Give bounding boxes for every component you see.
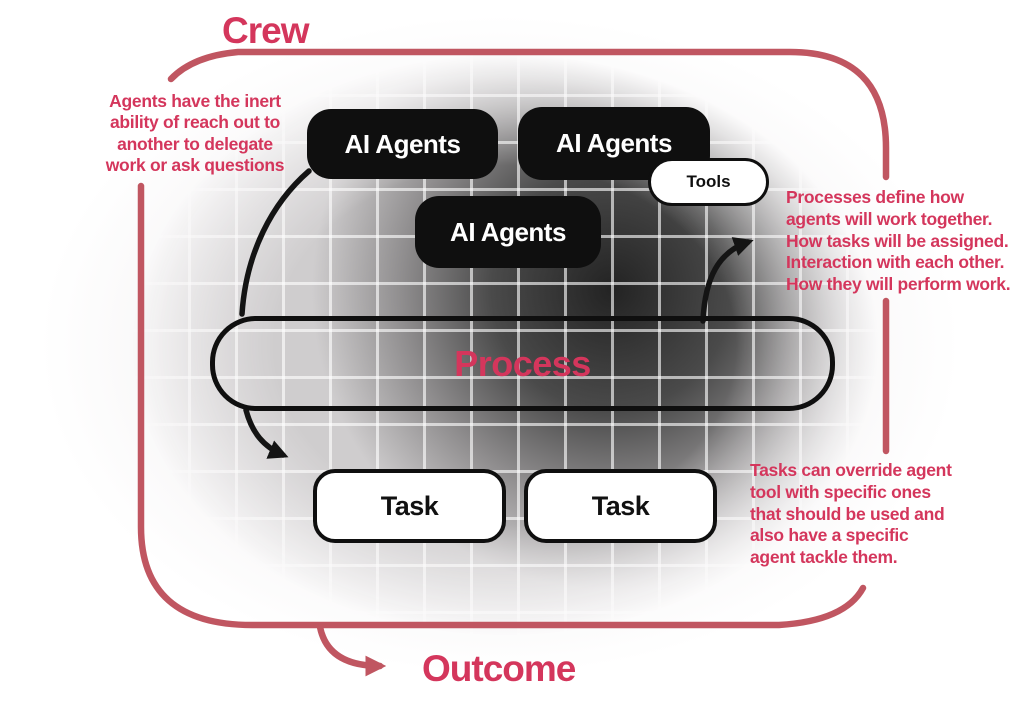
task-box-2: Task xyxy=(524,469,717,543)
note-line: also have a specific xyxy=(750,525,909,546)
note-line: Processes define how xyxy=(786,187,964,207)
task-label-2: Task xyxy=(591,490,650,521)
ai-agents-box-3: AI Agents xyxy=(415,196,601,268)
task-box-1: Task xyxy=(313,469,506,543)
note-line: Agents have the inert xyxy=(109,91,281,111)
note-line: ability of reach out to xyxy=(109,112,281,133)
note-agents-delegation: Agents have the inert ability of reach o… xyxy=(70,91,320,176)
ai-agents-label-3: AI Agents xyxy=(450,216,566,247)
note-line: another to delegate xyxy=(117,133,273,154)
ai-agents-label-1: AI Agents xyxy=(344,128,461,159)
note-line: agent tackle them. xyxy=(750,547,898,568)
outcome-title: Outcome xyxy=(422,648,576,689)
process-bar: Process xyxy=(210,316,835,411)
task-label-1: Task xyxy=(380,490,439,521)
crew-title: Crew xyxy=(222,10,309,51)
note-tasks-override: Tasks can override agent tool with speci… xyxy=(750,460,952,569)
note-line: agents will work together. xyxy=(786,208,993,229)
note-line: tool with specific ones xyxy=(750,481,931,502)
tools-label: Tools xyxy=(686,172,731,191)
note-line: work or ask questions xyxy=(105,154,285,175)
note-line: How tasks will be assigned. xyxy=(786,230,1009,251)
note-line: Tasks can override agent xyxy=(750,460,952,480)
note-line: that should be used and xyxy=(750,503,945,524)
tools-box: Tools xyxy=(648,158,769,206)
note-line: Interaction with each other. xyxy=(786,252,1005,273)
note-processes-define: Processes define how agents will work to… xyxy=(786,187,1011,296)
process-label: Process xyxy=(454,342,591,384)
ai-agents-box-1: AI Agents xyxy=(307,109,498,179)
ai-agents-label-2: AI Agents xyxy=(556,128,672,158)
note-line: How they will perform work. xyxy=(786,274,1011,295)
